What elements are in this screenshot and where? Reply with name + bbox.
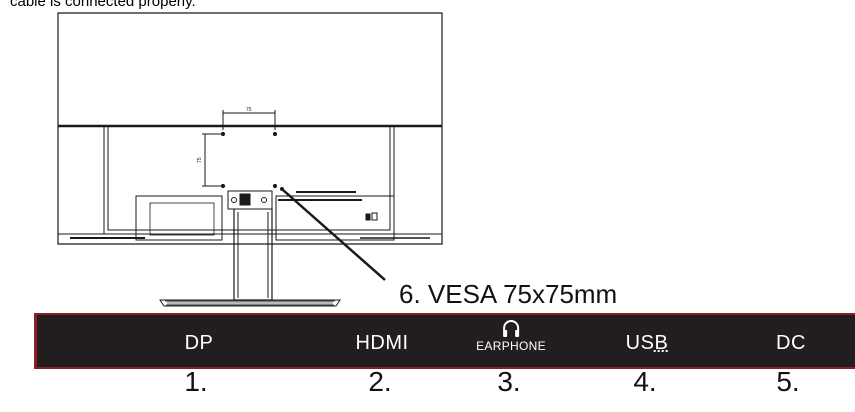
vesa-callout-line <box>282 189 386 281</box>
port-label-usb: USB <box>625 332 669 354</box>
port-label-hdmi: HDMI <box>355 332 409 354</box>
connector-block-center <box>227 190 273 210</box>
port-label-dp: DP <box>184 332 214 354</box>
port-earphone: EARPHONE <box>476 318 546 353</box>
vesa-hole <box>272 131 278 137</box>
instruction-caption: cable is connected properly. <box>10 0 196 10</box>
vesa-hole <box>220 183 226 189</box>
port-number-4: 4. <box>633 366 657 397</box>
vesa-hole <box>220 131 226 137</box>
connector-block-left <box>135 195 223 241</box>
stand-neck <box>233 209 273 301</box>
port-number-3: 3. <box>497 366 521 397</box>
vesa-callout-label: 6. VESA 75x75mm <box>399 279 618 309</box>
port-number-2: 2. <box>368 366 392 397</box>
port-number-1: 1. <box>184 366 208 397</box>
connector-block-right <box>275 195 395 241</box>
dimension-horizontal: 75 <box>246 107 252 113</box>
port-number-5: 5. <box>776 366 800 397</box>
port-label-earphone: EARPHONE <box>476 339 546 353</box>
port-label-dc: DC <box>776 332 806 354</box>
dimension-vertical: 75 <box>197 157 203 163</box>
monitor-back-outline <box>57 12 443 245</box>
stand-base <box>159 299 341 307</box>
headphones-icon <box>503 320 519 337</box>
vesa-hole <box>272 183 278 189</box>
port-strip: DP HDMI EARPHONE USB DC <box>34 313 855 369</box>
